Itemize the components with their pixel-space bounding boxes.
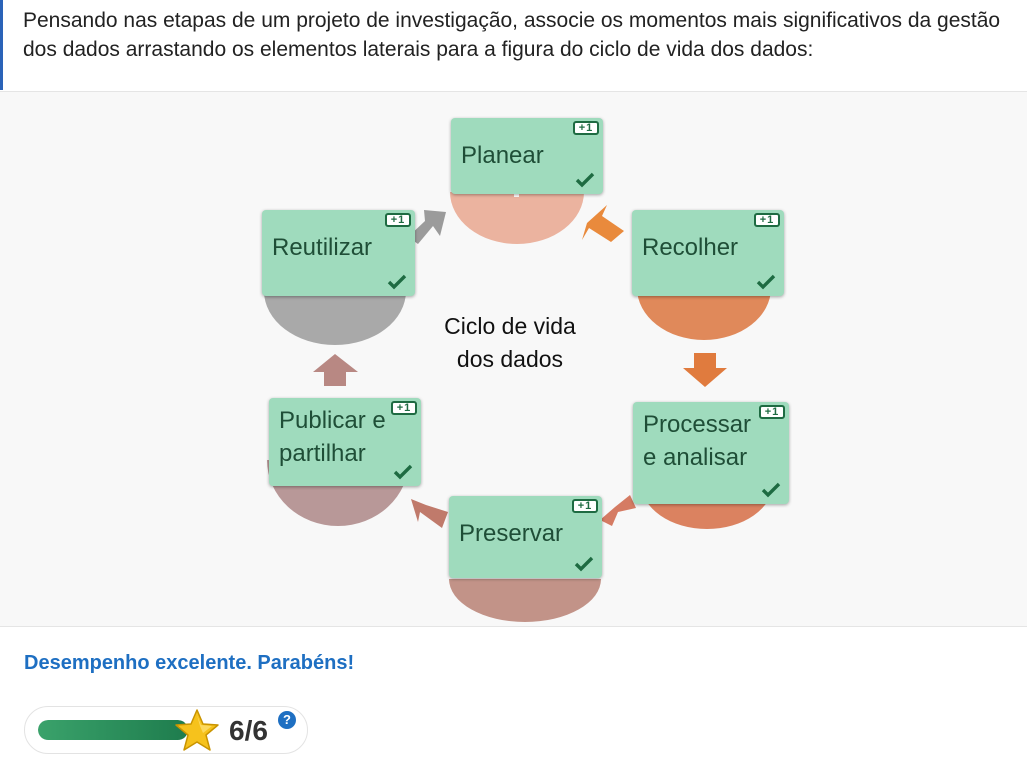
score-bar: 6/6 ?	[24, 706, 308, 754]
score-badge: +1	[759, 405, 785, 419]
dropzone-label: Recolher	[642, 234, 739, 261]
drag-drop-stage: Ciclo de vida dos dados Planear +1 Recol…	[0, 91, 1027, 627]
dropzone-planear[interactable]: Planear +1	[451, 118, 603, 194]
recolher-segment	[637, 288, 771, 340]
dropzone-label: Planear	[461, 142, 544, 169]
dropzone-label: Processar e analisar	[643, 411, 752, 471]
dropzone-label: Publicar e partilhar	[279, 407, 386, 467]
lifecycle-cycle-diagram	[264, 192, 773, 622]
arrow-planear-recolher	[582, 205, 624, 242]
progress-bar	[38, 720, 188, 740]
score-badge: +1	[572, 499, 598, 513]
diagram-center-label: Ciclo de vida dos dados	[444, 313, 576, 372]
dropzone-recolher[interactable]: Recolher +1	[632, 210, 784, 296]
question-text: Pensando nas etapas de um projeto de inv…	[23, 9, 1001, 61]
score-badge: +1	[754, 213, 780, 227]
feedback-message: Desempenho excelente. Parabéns!	[24, 652, 355, 674]
checkmark-icon	[575, 172, 595, 188]
checkmark-icon	[756, 274, 776, 290]
arrow-recolher-processar	[683, 353, 727, 387]
arrow-preservar-publicar	[411, 499, 448, 528]
arrow-reutilizar-planear	[408, 210, 446, 244]
checkmark-icon	[393, 464, 413, 480]
star-icon	[175, 709, 219, 751]
dropzone-preservar[interactable]: Preservar +1	[449, 496, 602, 578]
score-badge: +1	[573, 121, 599, 135]
reutilizar-segment	[264, 291, 406, 345]
planear-segment	[450, 192, 584, 244]
checkmark-icon	[761, 482, 781, 498]
preservar-segment	[449, 579, 601, 622]
arrow-processar-preservar	[600, 495, 636, 526]
score-text: 6/6	[229, 715, 268, 746]
checkmark-icon	[574, 556, 594, 572]
question-panel: Pensando nas etapas de um projeto de inv…	[0, 0, 1027, 90]
dropzone-publicar-e-partilhar[interactable]: Publicar e partilhar +1	[269, 398, 421, 486]
dropzone-label: Preservar	[459, 520, 564, 547]
question-mark-icon[interactable]: ?	[278, 711, 296, 729]
dropzone-processar-e-analisar[interactable]: Processar e analisar +1	[633, 402, 789, 504]
score-badge: +1	[391, 401, 417, 415]
arrow-publicar-reutilizar	[313, 354, 358, 386]
dropzone-label: Reutilizar	[272, 234, 373, 261]
progress-fill	[38, 720, 188, 740]
dropzone-reutilizar[interactable]: Reutilizar +1	[262, 210, 415, 296]
checkmark-icon	[387, 274, 407, 290]
score-badge: +1	[385, 213, 411, 227]
